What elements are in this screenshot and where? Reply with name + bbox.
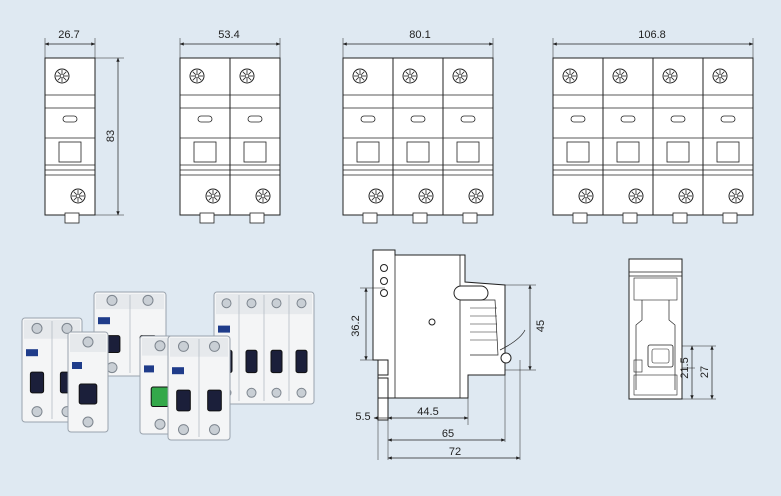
side-dim-65: 65 bbox=[442, 428, 454, 440]
front-views bbox=[44, 38, 754, 224]
breaker-photo-1p bbox=[67, 331, 109, 433]
pole-module bbox=[229, 57, 281, 224]
pole-module bbox=[652, 57, 704, 224]
pole-module bbox=[179, 57, 231, 224]
width-label-1p: 26.7 bbox=[58, 29, 79, 41]
side-dim-36-2: 36.2 bbox=[350, 315, 362, 336]
front-view-4p bbox=[552, 38, 754, 224]
pole-module bbox=[392, 57, 444, 224]
back-dim-21-5: 21.5 bbox=[679, 357, 691, 378]
side-view-drawing bbox=[360, 249, 536, 460]
width-label-3p: 80.1 bbox=[409, 29, 430, 41]
pole-module bbox=[702, 57, 754, 224]
pole-module bbox=[552, 57, 604, 224]
side-dim-5-5: 5.5 bbox=[355, 411, 370, 423]
side-dim-45: 45 bbox=[535, 320, 547, 332]
side-dim-72: 72 bbox=[449, 446, 461, 458]
front-view-2p bbox=[179, 38, 281, 224]
product-photo bbox=[21, 291, 315, 441]
pole-module bbox=[602, 57, 654, 224]
front-view-1p bbox=[44, 38, 124, 224]
width-label-4p: 106.8 bbox=[638, 29, 666, 41]
pole-module bbox=[44, 57, 96, 224]
back-dim-27: 27 bbox=[699, 366, 711, 378]
height-label-83: 83 bbox=[105, 130, 117, 142]
breaker-photo-4p bbox=[213, 291, 315, 405]
pole-module bbox=[442, 57, 494, 224]
width-label-2p: 53.4 bbox=[218, 29, 239, 41]
breaker-photo-rcbo bbox=[167, 335, 231, 441]
back-view-drawing bbox=[628, 258, 716, 400]
front-view-3p bbox=[342, 38, 494, 224]
side-dim-44-5: 44.5 bbox=[417, 406, 438, 418]
pole-module bbox=[342, 57, 394, 224]
